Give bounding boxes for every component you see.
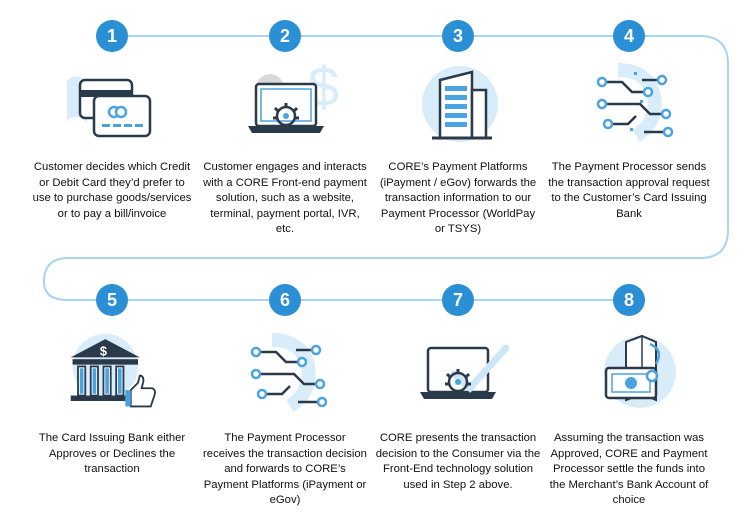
- circuit-icon: [596, 63, 674, 142]
- money-map-icon: [604, 334, 676, 408]
- step-2-badge: 2: [269, 20, 301, 52]
- laptop-gear-icon: $: [248, 58, 339, 133]
- credit-card-icon: [67, 76, 152, 138]
- step-7-badge: 7: [442, 284, 474, 316]
- laptop-check-icon: [420, 344, 510, 399]
- circuit-icon: [250, 333, 328, 412]
- step-1-caption: Customer decides which Credit or Debit C…: [32, 161, 192, 220]
- building-icon: [422, 66, 498, 142]
- step-1-badge: 1: [96, 20, 128, 52]
- step-4-badge: 4: [613, 20, 645, 52]
- step-8-caption: Assuming the transaction was Approved, C…: [549, 432, 709, 506]
- step-4-caption: The Payment Processor sends the transact…: [548, 161, 710, 220]
- step-8-badge: 8: [613, 284, 645, 316]
- step-6-caption: The Payment Processor receives the trans…: [203, 432, 367, 506]
- step-5-badge: 5: [96, 284, 128, 316]
- step-6-badge: 6: [269, 284, 301, 316]
- step-3-caption: CORE’s Payment Platforms (iPayment / eGo…: [379, 161, 537, 235]
- step-7-caption: CORE presents the transaction decision t…: [375, 432, 541, 491]
- step-5-caption: The Card Issuing Bank either Approves or…: [38, 432, 186, 475]
- svg-text:$: $: [100, 344, 107, 359]
- bank-thumbs-up-icon: $: [70, 333, 156, 408]
- step-2-caption: Customer engages and interacts with a CO…: [203, 161, 367, 235]
- step-3-badge: 3: [442, 20, 474, 52]
